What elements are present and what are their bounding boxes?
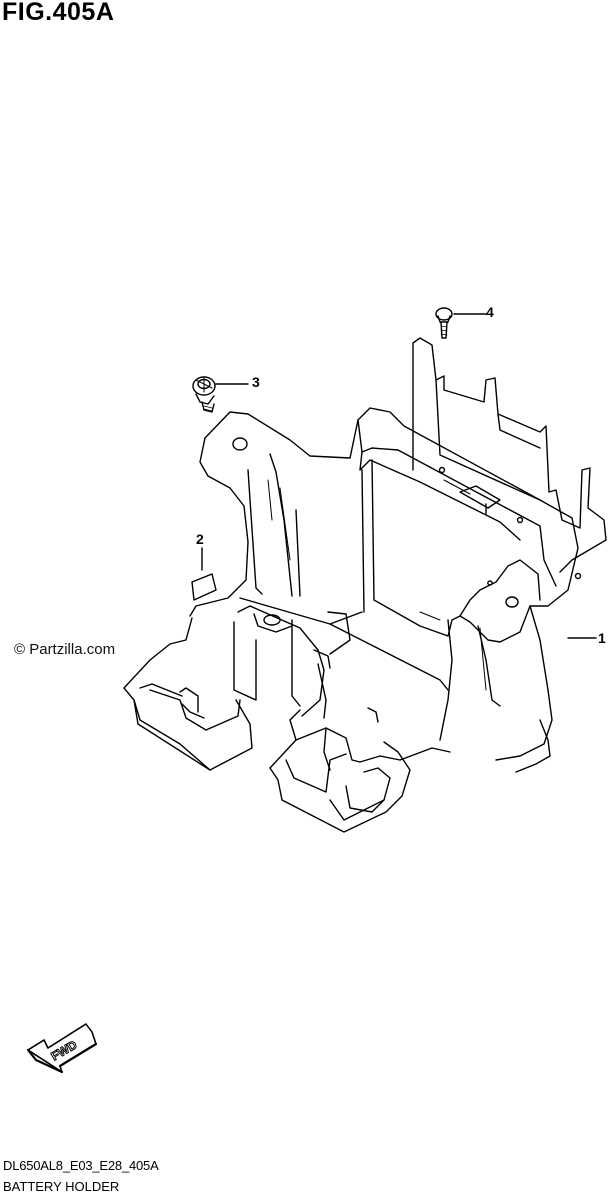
callout-1: 1 — [598, 630, 606, 646]
diagram-name: BATTERY HOLDER — [3, 1179, 120, 1194]
fwd-arrow-icon: FWD — [26, 1023, 98, 1074]
copyright-watermark: © Partzilla.com — [14, 641, 116, 658]
part-2-pad — [191, 547, 217, 601]
diagram-code: DL650AL8_E03_E28_405A — [3, 1158, 159, 1173]
figure-title: FIG.405A — [2, 0, 115, 26]
battery-holder-part — [123, 337, 607, 833]
part-3-bolt — [192, 376, 249, 413]
callout-4: 4 — [486, 304, 494, 320]
part-4-screw — [435, 307, 487, 339]
callout-3: 3 — [252, 374, 260, 390]
callout-2: 2 — [196, 531, 204, 547]
